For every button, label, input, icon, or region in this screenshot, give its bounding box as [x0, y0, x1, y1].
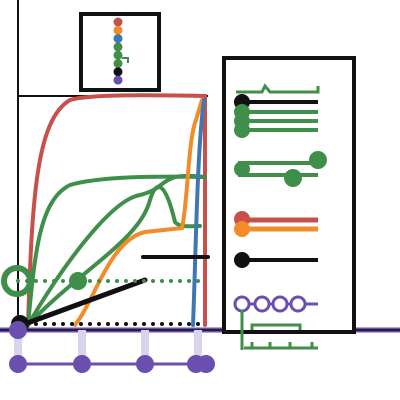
legend-right: [222, 56, 356, 350]
legend-top-marker-black: [113, 67, 123, 77]
green-marker: [69, 272, 87, 290]
legend-top-markers: [113, 17, 129, 85]
series-orange: [73, 98, 204, 327]
legend-entry-green-step: [236, 83, 320, 94]
series-green-upper: [26, 174, 207, 327]
purple-dot-strip: [9, 355, 215, 373]
legend-top-marker-purple: [113, 75, 123, 85]
purple-point: [136, 355, 154, 373]
purple-origin-marker: [9, 321, 27, 339]
legend-top-marker-green: [113, 59, 123, 68]
series-red: [26, 93, 207, 327]
series-blue: [191, 98, 206, 327]
legend-top-marker-red: [113, 17, 123, 27]
legend-entry-green-double: [234, 151, 327, 187]
legend-entry-purple-rings: [233, 295, 318, 313]
purple-point: [73, 355, 91, 373]
legend-entry-green-bracket: [240, 310, 318, 350]
purple-point: [9, 355, 27, 373]
legend-top-marker-orange: [113, 25, 123, 35]
purple-point: [197, 355, 215, 373]
legend-top-step-flag: [122, 57, 129, 63]
green-ring-marker: [1, 265, 33, 297]
markers: [1, 265, 87, 339]
legend-top-marker-green: [113, 50, 123, 60]
series-black-diagonal: [19, 277, 148, 328]
legend-top-marker-green: [113, 42, 123, 52]
purple-rug: [14, 330, 202, 364]
legend-top-marker-blue: [113, 34, 123, 44]
series-curves: [19, 93, 210, 328]
legend-top: [79, 12, 161, 92]
